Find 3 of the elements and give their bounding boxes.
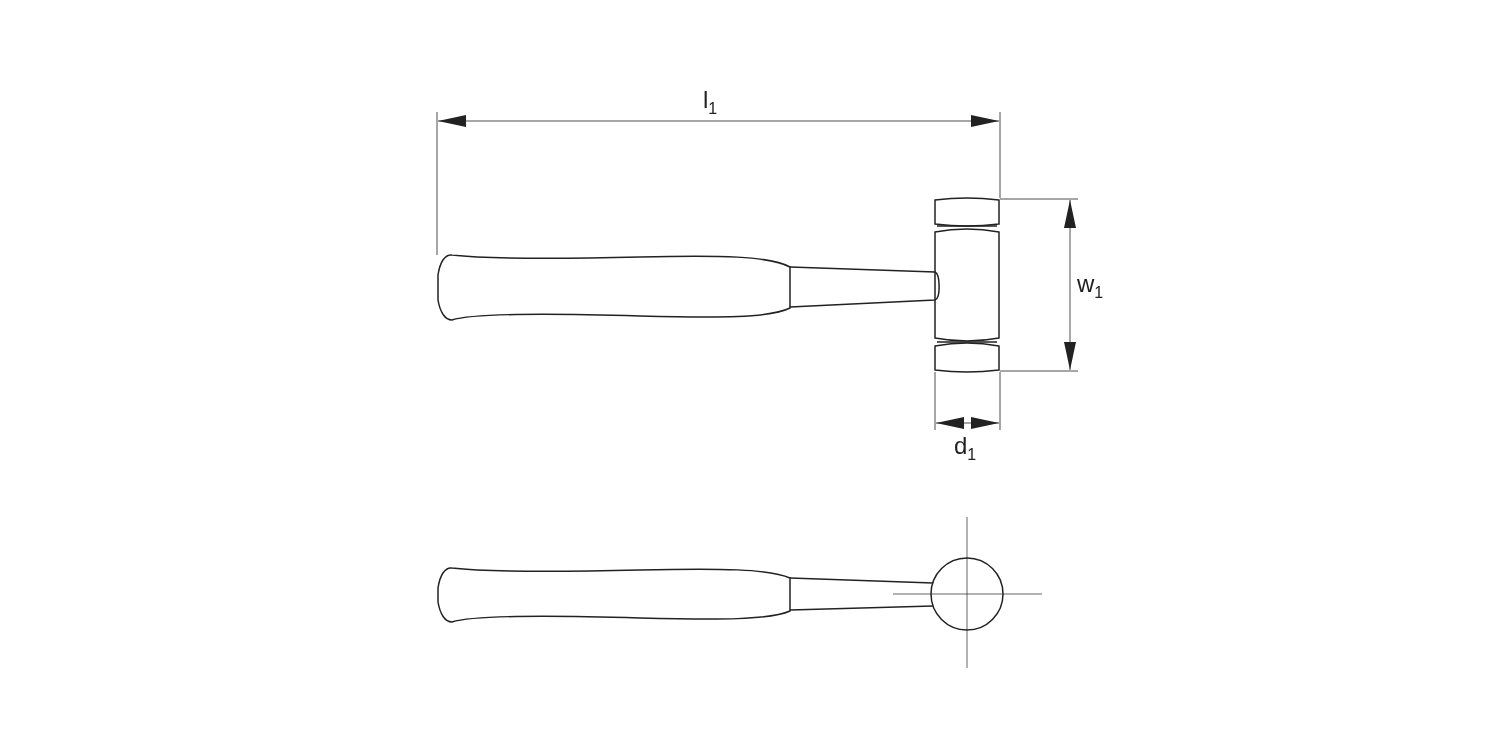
dimension-label: l$_{1}$	[703, 88, 718, 117]
dimension-label: w$_{1}$	[1077, 272, 1104, 301]
dimension-label: d$_{1}$	[954, 434, 977, 463]
